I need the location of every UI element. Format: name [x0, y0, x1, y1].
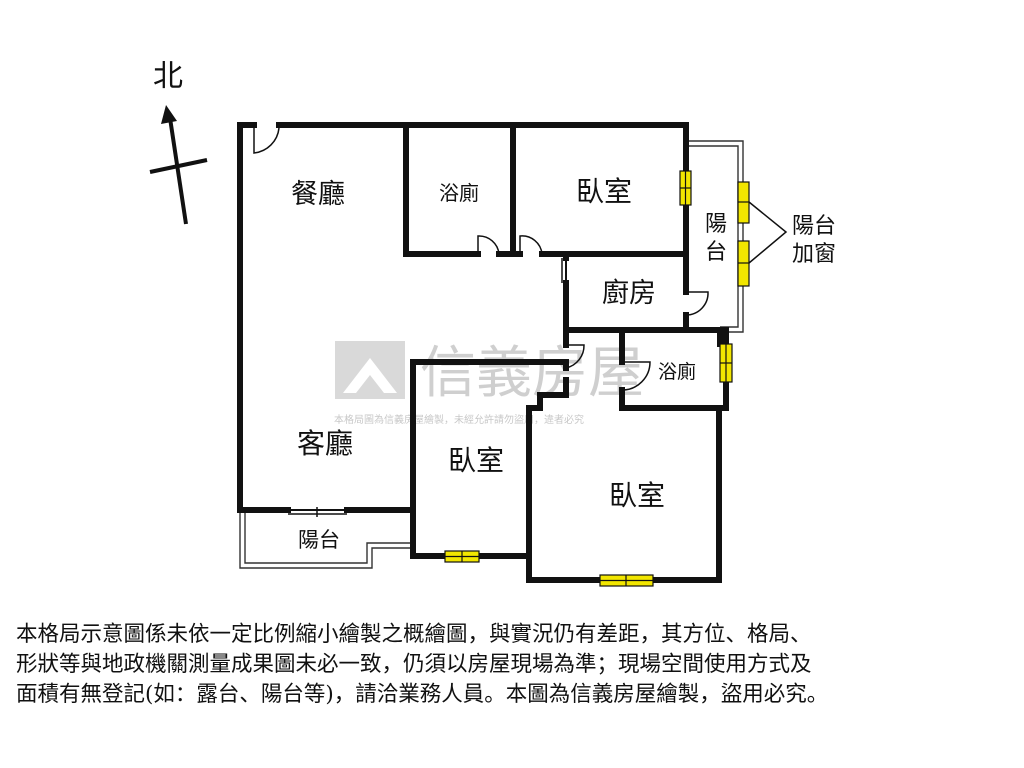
north-arrow-icon	[161, 105, 177, 124]
doors	[253, 125, 709, 517]
label-kitchen: 廚房	[602, 278, 656, 309]
bedroom-top-door	[519, 235, 543, 255]
north-label: 北	[153, 59, 183, 94]
label-bedroom-mid: 臥室	[448, 444, 504, 477]
watermark-notice: 本格局圖為信義房屋繪製，未經允許請勿盜用，違者必究	[334, 413, 584, 426]
label-balcony-bottom: 陽台	[298, 528, 340, 552]
compass: 北	[149, 59, 208, 225]
bath-mid-door	[621, 361, 651, 391]
label-bath-top: 浴廁	[439, 181, 479, 205]
label-balcony-right-2: 台	[705, 240, 727, 265]
label-bath-mid: 浴廁	[658, 360, 696, 383]
label-dining: 餐廳	[291, 179, 345, 210]
entrance-door	[253, 125, 280, 154]
watermark-brand: 信義房屋	[420, 341, 644, 406]
watermark: 信義房屋 本格局圖為信義房屋繪製，未經允許請勿盜用，違者必究	[334, 341, 644, 426]
balcony-bottom-outline	[239, 512, 412, 569]
window-callout-lines	[748, 201, 788, 264]
room-labels: 餐廳 浴廁 臥室 陽 台 陽台 加窗 廚房 浴廁 客廳 臥室 臥室 陽台	[291, 175, 836, 552]
bedroom-mid-door	[565, 344, 585, 369]
bath-top-door	[477, 235, 500, 255]
disclaimer-line-2: 形狀等與地政機關測量成果圖未必一致，仍須以房屋現場為準；現場空間使用方式及	[16, 652, 812, 677]
disclaimer-line-1: 本格局示意圖係未依一定比例縮小繪製之概繪圖，與實況仍有差距，其方位、格局、	[16, 622, 812, 647]
label-window-note-1: 陽台	[792, 214, 836, 239]
label-living: 客廳	[297, 427, 353, 460]
label-window-note-2: 加窗	[792, 242, 836, 267]
disclaimer: 本格局示意圖係未依一定比例縮小繪製之概繪圖，與實況仍有差距，其方位、格局、 形狀…	[16, 620, 1011, 710]
walls	[237, 122, 729, 583]
disclaimer-line-3: 面積有無登記(如：露台、陽台等)，請洽業務人員。本圖為信義房屋繪製，盜用必究。	[16, 682, 829, 707]
label-bedroom-bottom: 臥室	[609, 479, 665, 512]
label-balcony-right-1: 陽	[705, 212, 727, 237]
floor-plan: 北 信義房屋 本格局圖為信義房屋繪製，未經允許請勿盜用，違者必究	[149, 59, 836, 587]
label-bedroom-top: 臥室	[576, 175, 632, 208]
kitchen-door	[685, 291, 709, 316]
